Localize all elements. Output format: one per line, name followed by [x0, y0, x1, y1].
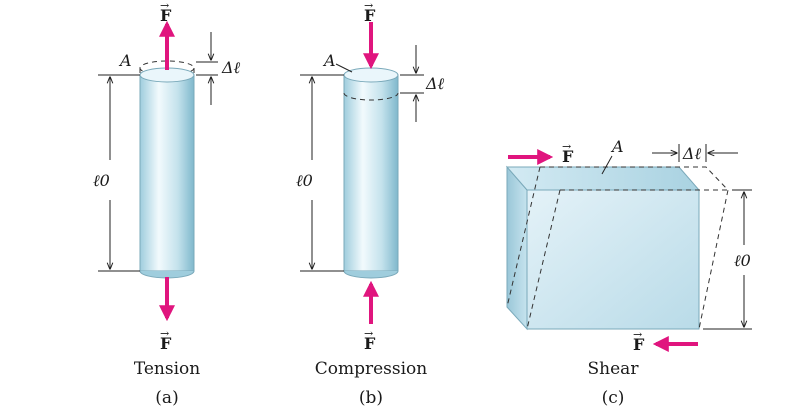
- tension-length-label: ℓ0: [93, 171, 110, 190]
- tension-title: Tension: [134, 359, 200, 379]
- shear-length-label: ℓ0: [734, 251, 751, 270]
- tension-cylinder-bottom: [139, 270, 195, 279]
- shear-deformed-left-edge-front: [526, 189, 561, 330]
- shear-block-front-face: [526, 189, 700, 330]
- tension-force-bottom-vector-arrow: →: [160, 327, 169, 340]
- compression-area-label: A: [322, 51, 336, 70]
- tension-force-top-label: F: [160, 6, 172, 25]
- tension-letter: (a): [155, 388, 178, 408]
- compression-cylinder-body: [343, 74, 399, 272]
- compression-compressed-top-ellipse: [343, 92, 399, 101]
- compression-force-top-label: F: [364, 6, 376, 25]
- tension-cylinder-top: [139, 67, 195, 83]
- shear-force-top-vector-arrow: →: [562, 140, 571, 153]
- shear-title: Shear: [588, 359, 640, 379]
- compression-force-bottom-vector-arrow: →: [364, 327, 373, 340]
- tension-delta-label: Δℓ: [221, 58, 241, 77]
- compression-title: Compression: [315, 359, 428, 379]
- shear-area-leader: [601, 155, 613, 175]
- shear-deformed-left-edge-back: [506, 166, 541, 308]
- shear-force-bottom-label: F: [633, 335, 645, 354]
- compression-delta-label: Δℓ: [425, 74, 445, 93]
- compression-force-bottom-label: F: [364, 334, 376, 353]
- shear-delta-label: Δℓ: [682, 144, 702, 163]
- compression-letter: (b): [359, 388, 383, 408]
- panel-tension: F → F → A ℓ0 Δℓ Tension (a): [93, 0, 241, 408]
- tension-force-bottom-label: F: [160, 334, 172, 353]
- shear-area-label: A: [610, 137, 624, 156]
- shear-letter: (c): [602, 388, 625, 408]
- shear-deformed-outline: [540, 166, 729, 330]
- compression-area-leader: [335, 63, 353, 73]
- shear-block-left-face: [506, 165, 528, 331]
- compression-length-label: ℓ0: [296, 171, 313, 190]
- tension-force-top-vector-arrow: →: [160, 0, 169, 12]
- tension-area-label: A: [118, 51, 132, 70]
- compression-cylinder-bottom: [343, 270, 399, 279]
- shear-force-bottom-vector-arrow: →: [633, 328, 642, 341]
- shear-force-top-label: F: [562, 147, 574, 166]
- panel-shear: F → F → A Δℓ ℓ0 Shear (c): [505, 137, 752, 408]
- panel-compression: F → F → A ℓ0 Δℓ Compression (b): [296, 0, 445, 408]
- compression-force-top-vector-arrow: →: [364, 0, 373, 12]
- compression-cylinder-top: [343, 67, 399, 83]
- tension-cylinder-body: [139, 74, 195, 272]
